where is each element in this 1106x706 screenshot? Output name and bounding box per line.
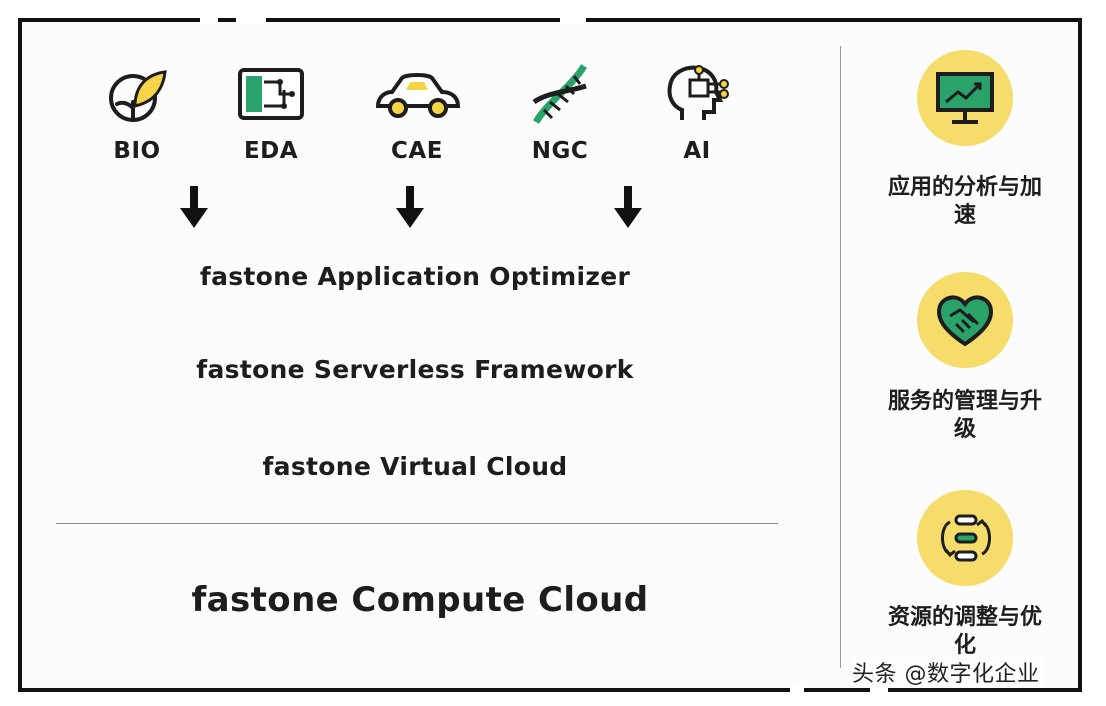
car-icon [375,73,461,118]
border-gap [236,14,266,24]
domain-bio: BIO [92,62,182,164]
domain-label: NGC [531,138,589,164]
border-gap [560,14,586,24]
border-gap [870,686,888,696]
domain-eda: EDA [226,62,316,164]
domain-label: EDA [243,138,299,164]
layer-compute-cloud: fastone Compute Cloud [191,580,649,620]
diagram-frame [18,18,1082,692]
feature-resources: 资源的调整与优化 [870,490,1060,660]
cycle-flow-icon [941,514,991,562]
domain-ai: AI [652,62,742,164]
domain-cae: CAE [372,62,462,164]
border-gap [200,14,218,24]
feature-management: 服务的管理与升级 [870,272,1060,444]
border-gap [790,686,804,696]
feature-text: 服务的管理与升级 [887,389,1042,442]
feature-text: 应用的分析与加速 [887,175,1042,228]
leaf-icon [109,70,167,122]
dna-icon [532,64,588,124]
column-divider [840,46,841,668]
domain-label: AI [683,138,711,164]
divider [56,523,778,524]
layer-virtual-cloud: fastone Virtual Cloud [262,452,568,481]
domain-label: CAE [391,138,443,164]
feature-analysis: 应用的分析与加速 [870,50,1060,230]
handshake-heart-icon [937,295,993,347]
layer-optimizer: fastone Application Optimizer [199,262,631,291]
watermark: 头条 @数字化企业 [850,656,1042,688]
feature-circle [917,272,1013,368]
layer-serverless: fastone Serverless Framework [196,355,634,384]
down-arrow-icon [396,186,424,228]
feature-circle [917,50,1013,146]
monitor-chart-icon [936,72,994,124]
ai-head-icon [667,65,729,120]
feature-circle [917,490,1013,586]
circuit-board-icon [238,68,304,120]
domain-ngc: NGC [515,62,605,164]
down-arrow-icon [180,186,208,228]
down-arrow-icon [614,186,642,228]
feature-text: 资源的调整与优化 [887,605,1042,658]
domain-label: BIO [113,138,161,164]
